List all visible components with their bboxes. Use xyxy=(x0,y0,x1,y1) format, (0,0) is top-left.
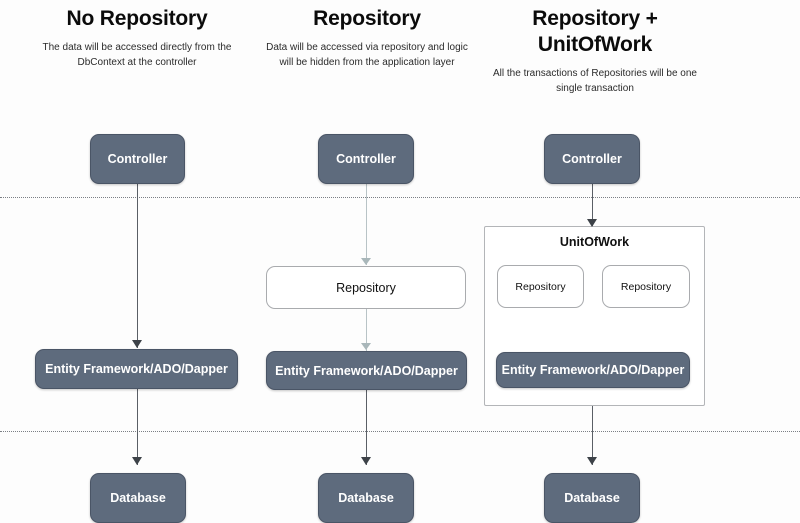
connector-controller-to-data-access-col1 xyxy=(136,183,138,348)
node-label: Controller xyxy=(562,152,622,166)
connector-controller-to-repository-col2 xyxy=(365,183,367,265)
arrowhead-repository-col2 xyxy=(361,258,371,265)
node-label: Entity Framework/ADO/Dapper xyxy=(45,362,228,376)
arrowhead-data-access-col2 xyxy=(361,343,371,350)
node-data-access-col2[interactable]: Entity Framework/ADO/Dapper xyxy=(266,351,467,390)
connector-repository-to-data-access-col2 xyxy=(365,309,367,351)
column-header-repository-unitofwork: Repository + UnitOfWork All the transact… xyxy=(488,6,702,96)
column-subtitle-repository: Data will be accessed via repository and… xyxy=(266,42,468,68)
column-header-no-repository: No Repository The data will be accessed … xyxy=(18,6,256,70)
column-title-repository-unitofwork: Repository + UnitOfWork xyxy=(532,7,658,56)
node-label: Repository xyxy=(336,280,396,295)
panel-label-unitofwork: UnitOfWork xyxy=(559,235,630,249)
arrowhead-data-access-col1 xyxy=(132,340,142,348)
node-repository-1-col3[interactable]: Repository xyxy=(497,265,584,308)
node-label: Database xyxy=(338,491,394,505)
node-database-col1[interactable]: Database xyxy=(90,473,186,523)
node-label: Repository xyxy=(620,280,672,293)
node-data-access-col1[interactable]: Entity Framework/ADO/Dapper xyxy=(35,349,238,389)
node-database-col2[interactable]: Database xyxy=(318,473,414,523)
layer-separator-bottom xyxy=(0,431,800,432)
node-repository-col2[interactable]: Repository xyxy=(266,266,466,309)
connector-data-access-to-database-col2 xyxy=(365,388,367,465)
node-label: Entity Framework/ADO/Dapper xyxy=(501,363,685,377)
node-label: Repository xyxy=(515,280,566,293)
column-title-no-repository: No Repository xyxy=(66,7,208,30)
node-label: Database xyxy=(110,491,166,505)
connector-controller-to-unitofwork-col3 xyxy=(591,183,593,231)
connector-unitofwork-to-database-col3 xyxy=(591,406,593,465)
column-title-repository: Repository xyxy=(313,7,421,30)
node-database-col3[interactable]: Database xyxy=(544,473,640,523)
node-label: Entity Framework/ADO/Dapper xyxy=(275,363,458,378)
layer-separator-top xyxy=(0,197,800,198)
column-subtitle-repository-unitofwork: All the transactions of Repositories wil… xyxy=(493,68,697,94)
arrowhead-database-col2 xyxy=(361,457,371,465)
node-controller-col3[interactable]: Controller xyxy=(544,134,640,184)
node-data-access-col3[interactable]: Entity Framework/ADO/Dapper xyxy=(496,352,690,388)
column-subtitle-no-repository: The data will be accessed directly from … xyxy=(42,42,232,68)
arrowhead-database-col1 xyxy=(132,457,142,465)
column-header-repository: Repository Data will be accessed via rep… xyxy=(258,6,476,70)
node-label: Controller xyxy=(107,152,168,166)
node-label: Controller xyxy=(336,152,396,166)
arrowhead-unitofwork-col3 xyxy=(587,219,597,227)
connector-data-access-to-database-col1 xyxy=(136,388,138,465)
node-controller-col2[interactable]: Controller xyxy=(318,134,414,184)
node-label: Database xyxy=(564,491,620,505)
node-repository-2-col3[interactable]: Repository xyxy=(602,265,690,308)
arrowhead-database-col3 xyxy=(587,457,597,465)
node-controller-col1[interactable]: Controller xyxy=(90,134,185,184)
